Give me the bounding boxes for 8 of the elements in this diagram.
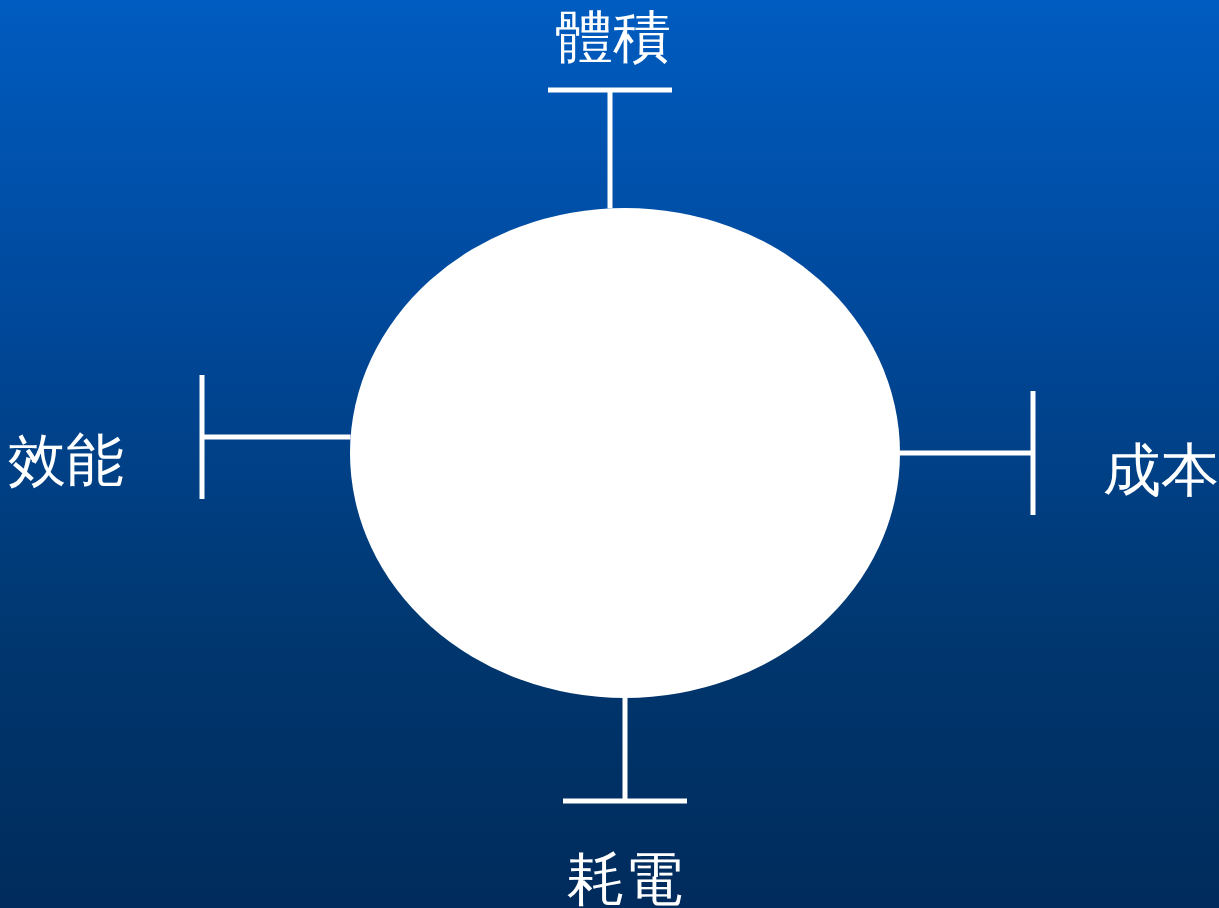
label-text: 體積 <box>554 8 671 66</box>
connector-line <box>560 698 690 804</box>
connector-line <box>545 87 675 209</box>
label-text: 成本 <box>1103 441 1219 499</box>
connector-line <box>199 372 351 502</box>
connector-line <box>900 388 1036 518</box>
label-text: 效能 <box>8 431 124 489</box>
label-text: 耗電 <box>567 850 683 908</box>
